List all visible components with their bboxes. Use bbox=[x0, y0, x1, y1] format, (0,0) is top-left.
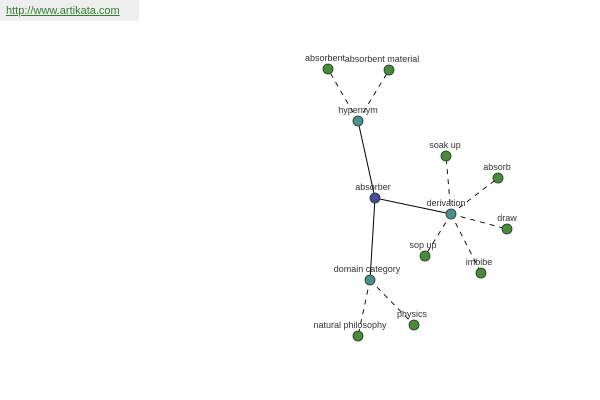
edge-hypernym-absorbent bbox=[327, 68, 359, 122]
node-sop-up[interactable] bbox=[419, 250, 431, 262]
label-draw[interactable]: draw bbox=[497, 213, 517, 223]
label-absorb[interactable]: absorb bbox=[483, 162, 511, 172]
label-soak-up[interactable]: soak up bbox=[429, 140, 461, 150]
edge-absorber-domain-category bbox=[369, 197, 376, 281]
label-absorbent[interactable]: absorbent bbox=[305, 53, 346, 63]
edge-domain-category-physics bbox=[369, 279, 415, 326]
edge-derivation-sop-up bbox=[424, 213, 452, 257]
edge-absorber-hypernym bbox=[357, 120, 376, 199]
edge-absorber-derivation bbox=[374, 197, 452, 215]
node-absorbent-material[interactable] bbox=[383, 64, 395, 76]
label-sop-up[interactable]: sop up bbox=[409, 240, 436, 250]
graph-labels: absorber hypernym derivation domain categor… bbox=[305, 53, 517, 330]
node-absorbent[interactable] bbox=[322, 63, 334, 75]
node-draw[interactable] bbox=[501, 223, 513, 235]
node-absorber[interactable] bbox=[369, 192, 381, 204]
node-imbibe[interactable] bbox=[475, 267, 487, 279]
label-physics[interactable]: physics bbox=[397, 309, 428, 319]
graph-nodes bbox=[322, 63, 513, 342]
node-hypernym[interactable] bbox=[352, 115, 364, 127]
label-natural-philosophy[interactable]: natural philosophy bbox=[313, 320, 387, 330]
node-soak-up[interactable] bbox=[440, 150, 452, 162]
node-domain-category[interactable] bbox=[364, 274, 376, 286]
label-domain-category[interactable]: domain category bbox=[334, 264, 401, 274]
label-absorber[interactable]: absorber bbox=[355, 182, 391, 192]
node-derivation[interactable] bbox=[445, 208, 457, 220]
node-absorb[interactable] bbox=[492, 172, 504, 184]
label-absorbent-material[interactable]: absorbent material bbox=[345, 54, 420, 64]
label-derivation[interactable]: derivation bbox=[426, 198, 465, 208]
source-url-link[interactable]: http://www.artikata.com bbox=[0, 0, 139, 21]
label-hypernym[interactable]: hypernym bbox=[338, 105, 378, 115]
edge-derivation-absorb bbox=[450, 177, 499, 215]
graph-edges bbox=[327, 68, 508, 337]
node-natural-philosophy[interactable] bbox=[352, 330, 364, 342]
edge-derivation-imbibe bbox=[450, 213, 482, 274]
node-physics[interactable] bbox=[408, 319, 420, 331]
label-imbibe[interactable]: imbibe bbox=[466, 257, 493, 267]
